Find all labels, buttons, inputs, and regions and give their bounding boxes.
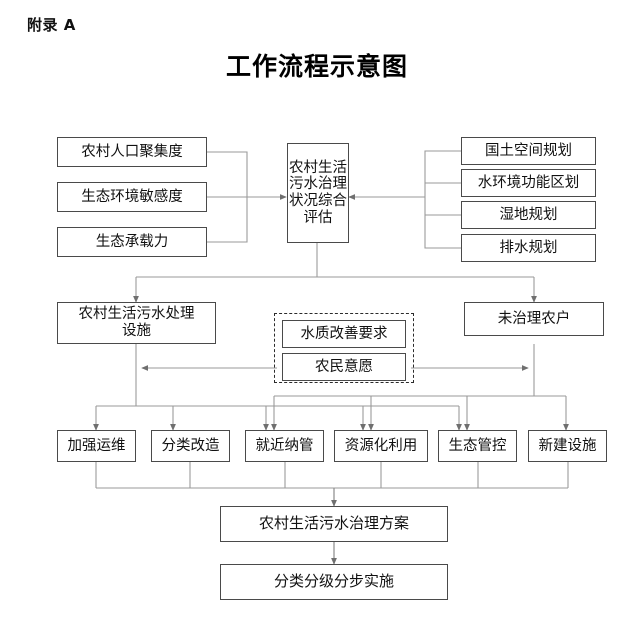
node-eco-carrying-capacity[interactable]: 生态承载力 [57, 227, 207, 257]
edge-untreated-households-to-measures [271, 344, 569, 431]
node-wetland-plan[interactable]: 湿地规划 [461, 201, 596, 229]
node-water-function-zoning[interactable]: 水环境功能区划 [461, 169, 596, 197]
node-strengthen-om[interactable]: 加强运维 [57, 430, 136, 462]
node-treatment-facilities[interactable]: 农村生活污水处理 设施 [57, 302, 216, 344]
edge-measures-to-scheme [95, 462, 569, 507]
node-new-facilities[interactable]: 新建设施 [528, 430, 607, 462]
node-classified-retrofit[interactable]: 分类改造 [151, 430, 230, 462]
edge-center-to-mid-row [133, 243, 537, 303]
edge-treatment-facilities-to-measures [93, 344, 462, 431]
node-drainage-plan[interactable]: 排水规划 [461, 234, 596, 262]
edge-left-inputs-to-center [207, 151, 287, 243]
node-phased-implementation[interactable]: 分类分级分步实施 [220, 564, 448, 600]
node-treatment-scheme[interactable]: 农村生活污水治理方案 [220, 506, 448, 542]
node-nearby-pipe-connection[interactable]: 就近纳管 [245, 430, 324, 462]
node-untreated-households[interactable]: 未治理农户 [464, 302, 604, 336]
node-farmer-willingness[interactable]: 农民意愿 [282, 353, 406, 381]
edge-right-inputs-to-center [348, 150, 461, 249]
node-eco-env-sensitivity[interactable]: 生态环境敏感度 [57, 182, 207, 212]
page-title: 工作流程示意图 [225, 52, 408, 81]
node-comprehensive-assessment[interactable]: 农村生活 污水治理 状况综合 评估 [287, 143, 349, 243]
node-rural-pop-density[interactable]: 农村人口聚集度 [57, 137, 207, 167]
node-ecological-control[interactable]: 生态管控 [438, 430, 517, 462]
node-resource-utilization[interactable]: 资源化利用 [334, 430, 428, 462]
node-territorial-spatial-plan[interactable]: 国土空间规划 [461, 137, 596, 165]
node-water-quality-requirement[interactable]: 水质改善要求 [282, 320, 406, 348]
group-demand-factors [274, 313, 414, 383]
appendix-label: 附录 A [27, 16, 76, 34]
